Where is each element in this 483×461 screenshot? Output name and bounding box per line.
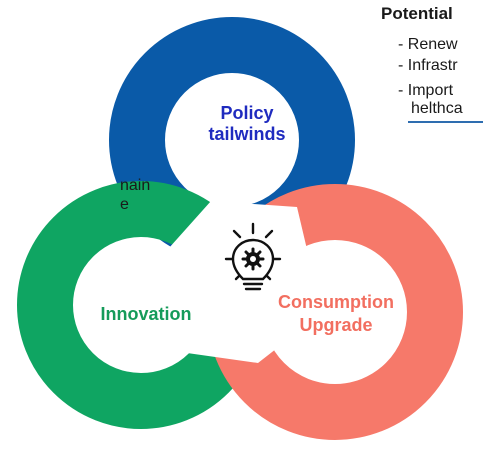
innovation-label: Innovation: [101, 304, 192, 324]
policy-label-line2: tailwinds: [208, 124, 285, 144]
lightbulb-gear-icon: [224, 222, 282, 291]
potential-bullet: - Import: [398, 82, 454, 99]
left-text-fragment: e: [120, 196, 129, 213]
potential-bullet: - Renew: [398, 36, 458, 53]
potential-bullet: - Infrastr: [398, 57, 458, 74]
policy-label-line1: Policy: [220, 103, 273, 123]
consumption-label-line2: Upgrade: [299, 315, 372, 335]
consumption-label-line1: Consumption: [278, 292, 394, 312]
potential-title: Potential: [381, 4, 453, 23]
potential-bullet-continued: helthca: [411, 100, 463, 117]
potential-divider: [408, 121, 483, 123]
left-text-fragment: nain: [120, 177, 151, 194]
center-triangle: [152, 201, 322, 363]
